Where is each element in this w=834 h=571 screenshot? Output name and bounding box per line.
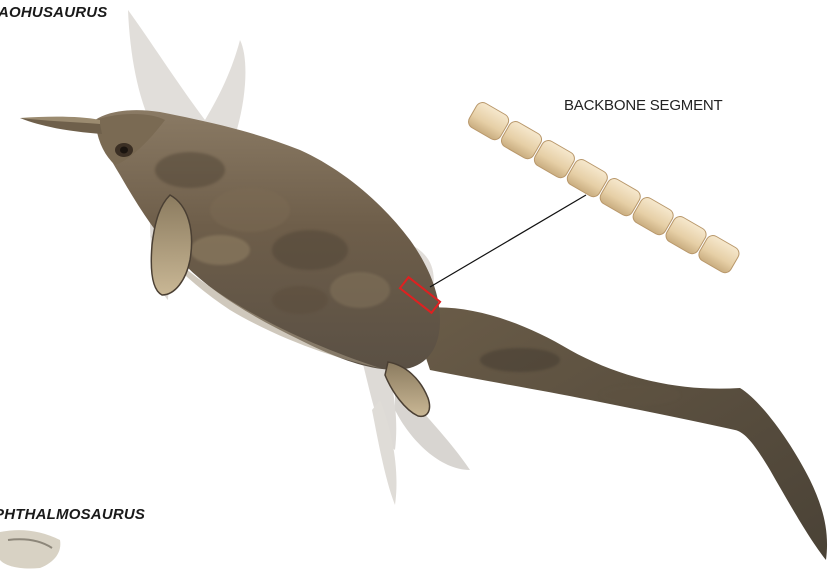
- species-label-bottom: PHTHALMOSAURUS: [0, 506, 145, 523]
- backbone-segment-illustration: [466, 100, 742, 275]
- ophthalmosaurus-head-fragment: [0, 530, 60, 568]
- species-label-top: AOHUSAURUS: [0, 4, 108, 21]
- ichthyosaur-body: [20, 110, 827, 560]
- backbone-segment-label: BACKBONE SEGMENT: [564, 97, 723, 114]
- callout-leader-line: [430, 195, 586, 287]
